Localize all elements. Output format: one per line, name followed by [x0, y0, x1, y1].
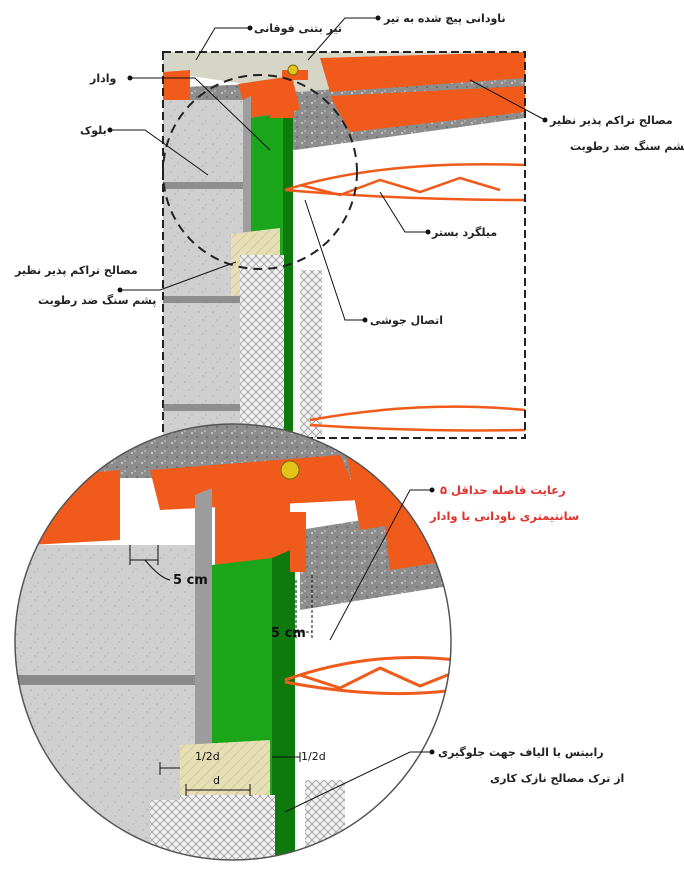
dim-d-label: d: [213, 774, 220, 787]
rebar-mesh: [284, 163, 526, 432]
label-rabitz-2: از ترک مصالح نازک کاری: [490, 772, 624, 785]
dim-gap-right-label: 5 cm: [271, 626, 306, 641]
dim-half-d-left-label: 1/2d: [195, 750, 220, 763]
dim-half-d-right-label: 1/2d: [301, 750, 326, 763]
label-rebar-mesh: میلگرد بستر: [431, 226, 497, 239]
label-rabitz-1: رابیتس یا الیاف جهت جلوگیری: [438, 746, 604, 759]
label-min-gap-2: سانتیمتری ناودانی با وادار: [429, 509, 579, 524]
zoom-circle-indicator: [162, 74, 358, 270]
label-channel-bolted: ناودانی پیچ شده به تیر: [383, 12, 506, 25]
dimension-gap-right: [295, 575, 313, 640]
dimension-gap-left: [129, 545, 171, 581]
label-compressible-1: مصالح تراکم پذیر نظیر: [549, 114, 673, 127]
label-top-concrete-beam: تیر بتنی فوقانی: [254, 22, 342, 35]
dimension-d: [185, 784, 251, 796]
channel-top: [320, 52, 525, 92]
label-tie-column: وادار: [89, 72, 117, 85]
label-compressible-left-2: پشم سنگ ضد رطوبت: [38, 293, 156, 307]
leader-lines: [110, 17, 546, 813]
top-detail-view: [162, 51, 526, 439]
bolt-icon: [287, 64, 299, 76]
block-wall: [163, 100, 243, 438]
dimension-half-d-left: [159, 762, 180, 775]
label-compressible-2: پشم سنگ ضد رطوبت: [570, 139, 684, 153]
label-min-gap-1: رعایت فاصله حداقل ۵: [440, 483, 566, 497]
dimension-half-d-right: [272, 752, 301, 762]
label-welded-joint: اتصال جوشی: [370, 314, 443, 327]
dim-gap-left-label: 5 cm: [173, 573, 208, 588]
label-compressible-left-1: مصالح تراکم پذیر نظیر: [14, 264, 138, 277]
label-block: بلوک: [80, 124, 107, 137]
